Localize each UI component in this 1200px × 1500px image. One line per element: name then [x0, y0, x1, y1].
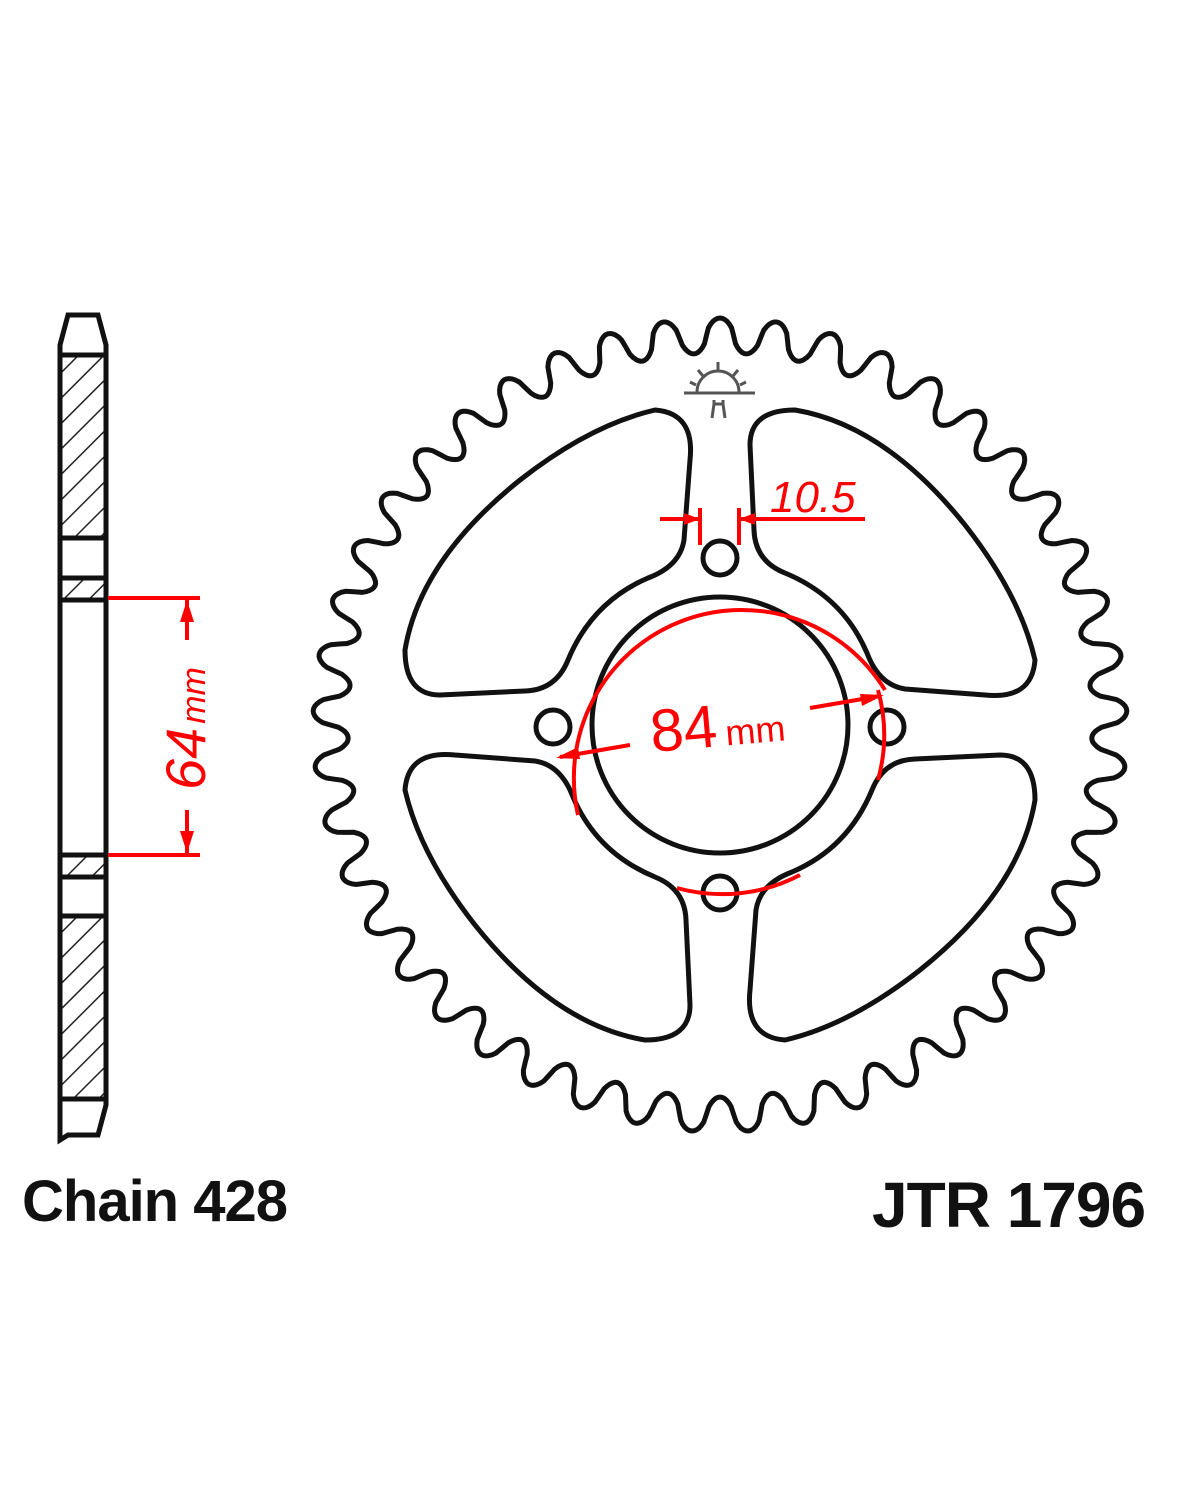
window-cutout	[747, 407, 1038, 699]
bolt-hole-dimension	[660, 508, 865, 545]
sprocket-teeth-outline	[310, 315, 1130, 1134]
bore-dimension	[108, 596, 200, 857]
pcd-dimension	[556, 607, 887, 897]
bolt-hole	[700, 538, 740, 578]
bolt-hole	[867, 707, 907, 747]
window-cutout	[402, 407, 694, 698]
window-cutout	[402, 751, 693, 1043]
center-bore	[589, 594, 851, 856]
part-number-label: JTR 1796	[872, 1169, 1146, 1241]
window-cutout	[746, 752, 1038, 1043]
bolt-hole-dimension-label: 10.5	[770, 473, 856, 522]
bolt-hole	[533, 707, 573, 747]
bore-dimension-label: 64mm	[154, 667, 217, 790]
lightening-windows	[402, 407, 1038, 1043]
side-profile	[57, 312, 109, 1145]
brand-logo-icon	[684, 362, 755, 419]
chain-label: Chain 428	[22, 1169, 288, 1234]
